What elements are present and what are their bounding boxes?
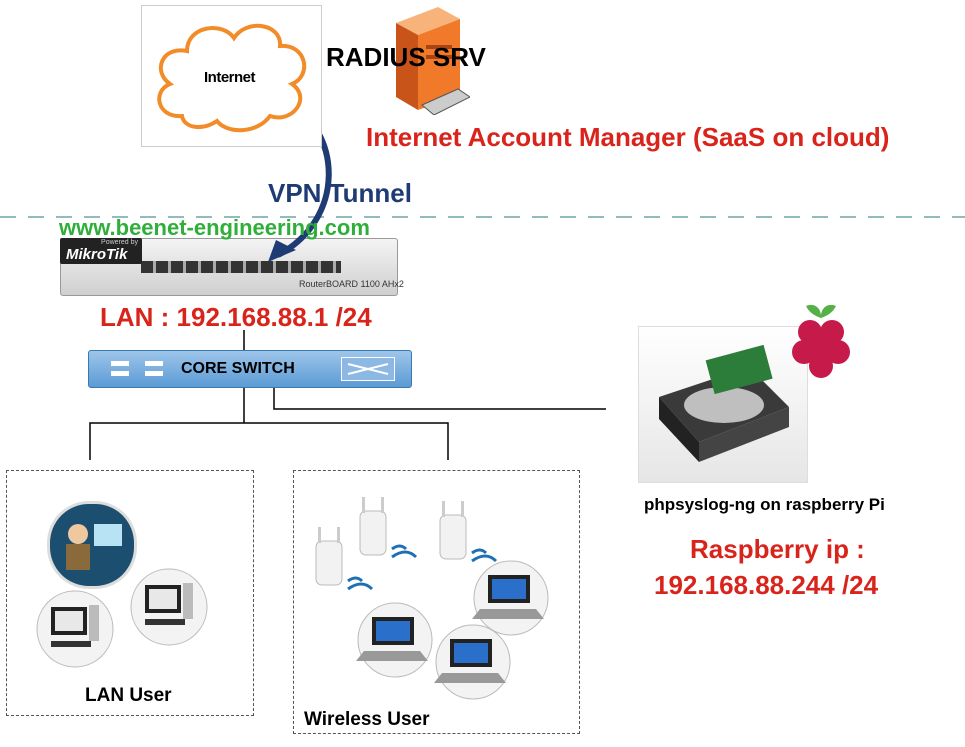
switch-raspberry-link xyxy=(273,387,606,410)
laptop-icon xyxy=(356,602,433,678)
core-switch-label: CORE SWITCH xyxy=(181,360,295,377)
wireless-user-label: Wireless User xyxy=(304,709,430,730)
desktop-computer-icon xyxy=(36,590,114,668)
mikrotik-logo: Powered by MikroTik xyxy=(60,238,142,264)
wireless-user-group: Wireless User xyxy=(293,470,580,734)
powered-by-label: Powered by xyxy=(101,239,138,246)
raspberry-ip-title: Raspberry ip : xyxy=(690,534,865,564)
raspberry-pi-logo-icon xyxy=(786,298,856,380)
iam-label: Internet Account Manager (SaaS on cloud) xyxy=(366,122,890,152)
server-icon xyxy=(388,5,471,116)
groups-branch-link xyxy=(89,422,449,460)
laptop-icon xyxy=(472,560,549,636)
lan-user-label: LAN User xyxy=(85,685,172,706)
laptop-icon xyxy=(434,624,511,700)
user-at-computer-icon xyxy=(47,501,137,589)
vpn-arrow-head-bottom xyxy=(268,240,296,262)
cloud-icon xyxy=(157,23,307,133)
radius-label: RADIUS SRV xyxy=(326,42,486,72)
access-point-icons xyxy=(315,497,498,591)
switch-cross-icon xyxy=(341,357,395,381)
lan-user-group: LAN User xyxy=(6,470,254,716)
raspberry-device-image xyxy=(638,326,808,483)
core-switch: CORE SWITCH xyxy=(88,350,412,388)
vpn-label: VPN Tunnel xyxy=(268,178,412,208)
raspberry-caption: phpsyslog-ng on raspberry Pi xyxy=(644,495,885,514)
desktop-computer-icon xyxy=(130,568,208,646)
internet-cloud-box: Internet xyxy=(141,5,322,147)
lan-label: LAN : 192.168.88.1 /24 xyxy=(100,302,372,332)
raspberry-ip-value: 192.168.88.244 /24 xyxy=(654,570,879,600)
internet-label: Internet xyxy=(204,69,256,86)
switch-port-icon xyxy=(111,361,163,376)
mikrotik-brand-label: MikroTik xyxy=(66,246,128,263)
watermark-text: www.beenet-engineering.com xyxy=(59,215,370,240)
